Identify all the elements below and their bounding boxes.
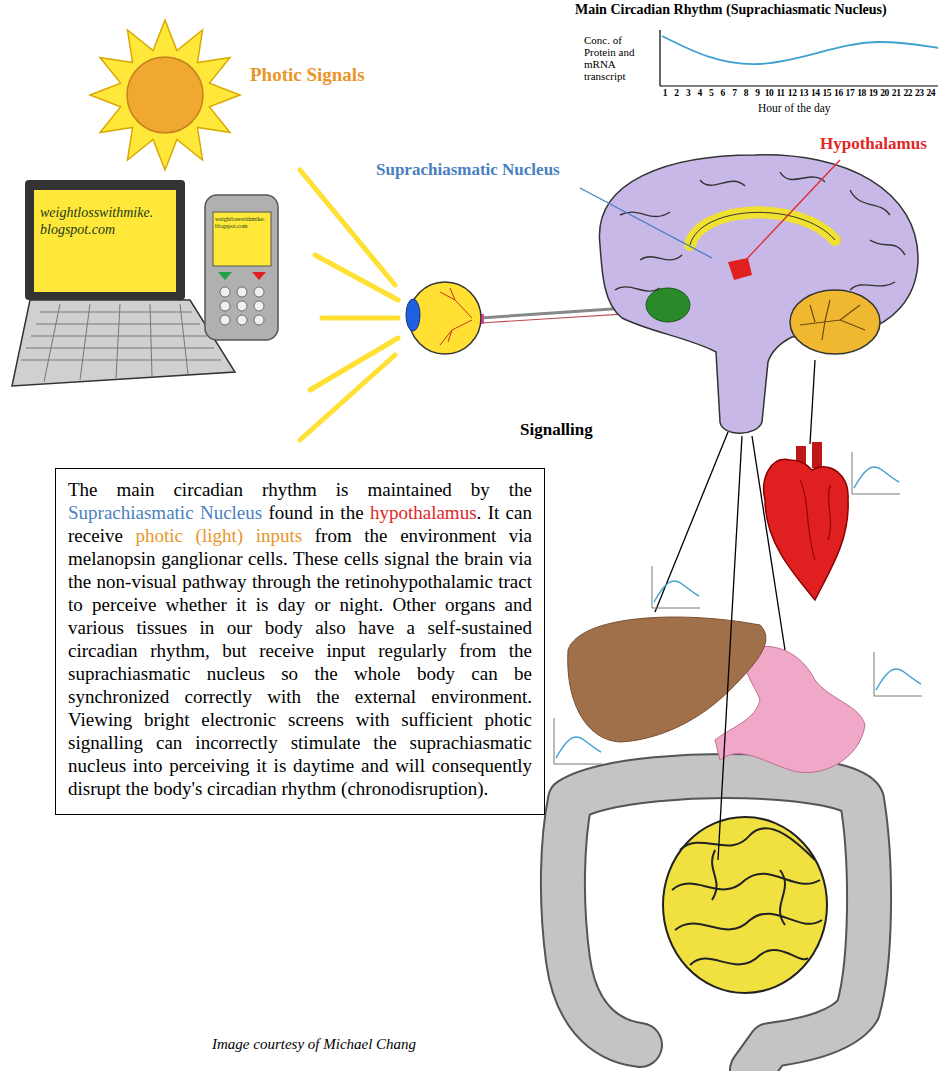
sun-rays xyxy=(90,20,240,170)
cerebellum-branches xyxy=(800,300,865,340)
tick-number: 19 xyxy=(866,88,880,98)
phone-screen xyxy=(213,212,271,266)
tick-number: 21 xyxy=(889,88,903,98)
laptop-screen xyxy=(34,190,176,292)
tick-number: 20 xyxy=(878,88,892,98)
sun-core xyxy=(127,57,203,133)
body-text: The main circadian rhythm is maintained … xyxy=(68,478,532,800)
tick-number: 13 xyxy=(797,88,811,98)
tick-number: 23 xyxy=(912,88,926,98)
tick-number: 15 xyxy=(820,88,834,98)
keyboard-keys xyxy=(21,304,221,382)
tick-number: 4 xyxy=(693,88,707,98)
liver xyxy=(568,617,766,742)
tick-number: 6 xyxy=(716,88,730,98)
rhythm-icons xyxy=(554,452,922,764)
photic-label: Photic Signals xyxy=(250,64,365,86)
brain-gyri xyxy=(615,172,905,291)
intestine-folds xyxy=(672,828,822,965)
highlight-text: hypothalamus xyxy=(370,502,477,523)
tick-number: 3 xyxy=(681,88,695,98)
heart-lines xyxy=(800,480,831,560)
pupil xyxy=(406,299,420,331)
light-rays xyxy=(300,170,398,440)
laptop-drawing xyxy=(12,180,235,386)
highlight-text: Suprachiasmatic Nucleus xyxy=(68,502,262,523)
eye-drawing xyxy=(406,282,484,354)
tick-number: 1 xyxy=(658,88,672,98)
axis-label: Conc. of Protein and mRNA transcript xyxy=(584,34,648,82)
brain-outline xyxy=(599,155,918,433)
retina-vessels xyxy=(440,288,472,345)
rhythm-curve xyxy=(662,36,938,64)
corpus-callosum xyxy=(690,212,835,245)
leader-line xyxy=(580,188,712,258)
phone-body xyxy=(205,195,278,340)
tick-number: 7 xyxy=(727,88,741,98)
phone-button xyxy=(252,272,266,280)
tick-number: 11 xyxy=(774,88,788,98)
axis-line xyxy=(660,85,938,86)
highlight-text: photic (light) inputs xyxy=(135,525,302,546)
large-intestine xyxy=(563,776,869,1070)
leader-line xyxy=(742,160,840,264)
axis-line xyxy=(659,30,660,86)
chart-title: Main Circadian Rhythm (Suprachiasmatic N… xyxy=(575,2,887,18)
signal-label: Signalling xyxy=(520,420,593,440)
tick-number: 12 xyxy=(785,88,799,98)
brain-drawing xyxy=(599,155,918,433)
screen-text: weightlosswithmike. blogspot.com xyxy=(215,216,269,230)
tick-number: 9 xyxy=(750,88,764,98)
phone-drawing xyxy=(205,195,278,340)
structure-label: Suprachiasmatic Nucleus xyxy=(374,160,562,180)
tick-number: 14 xyxy=(808,88,822,98)
laptop-base xyxy=(12,300,235,386)
sun-drawing xyxy=(90,20,240,170)
tick-number: 5 xyxy=(704,88,718,98)
hypothalamus-spot xyxy=(728,258,752,280)
corpus-callosum xyxy=(690,212,835,245)
tick-number: 22 xyxy=(901,88,915,98)
phone-button xyxy=(218,272,232,280)
tick-number: 18 xyxy=(855,88,869,98)
text-box: The main circadian rhythm is maintained … xyxy=(55,468,545,815)
phone-keypad xyxy=(220,287,264,325)
axis-label: Hour of the day xyxy=(758,102,831,114)
laptop-frame xyxy=(25,180,185,300)
tick-number: 8 xyxy=(739,88,753,98)
heart-drawing xyxy=(764,442,848,600)
image-caption: Image courtesy of Michael Chang xyxy=(212,1036,416,1053)
tick-number: 10 xyxy=(762,88,776,98)
tick-number: 16 xyxy=(831,88,845,98)
heart-vessel xyxy=(812,442,822,468)
rhythm-chart xyxy=(660,30,938,86)
screen-text: weightlosswithmike. blogspot.com xyxy=(40,204,175,238)
tick-number: 2 xyxy=(670,88,684,98)
tick-number: 24 xyxy=(924,88,938,98)
tick-number: 17 xyxy=(843,88,857,98)
heart xyxy=(764,459,848,600)
temporal-lobe xyxy=(646,288,690,322)
cerebellum xyxy=(790,290,880,354)
small-intestine xyxy=(663,817,827,993)
large-intestine xyxy=(563,776,869,1070)
structure-label: Hypothalamus xyxy=(818,134,929,154)
signal-lines xyxy=(655,360,815,860)
